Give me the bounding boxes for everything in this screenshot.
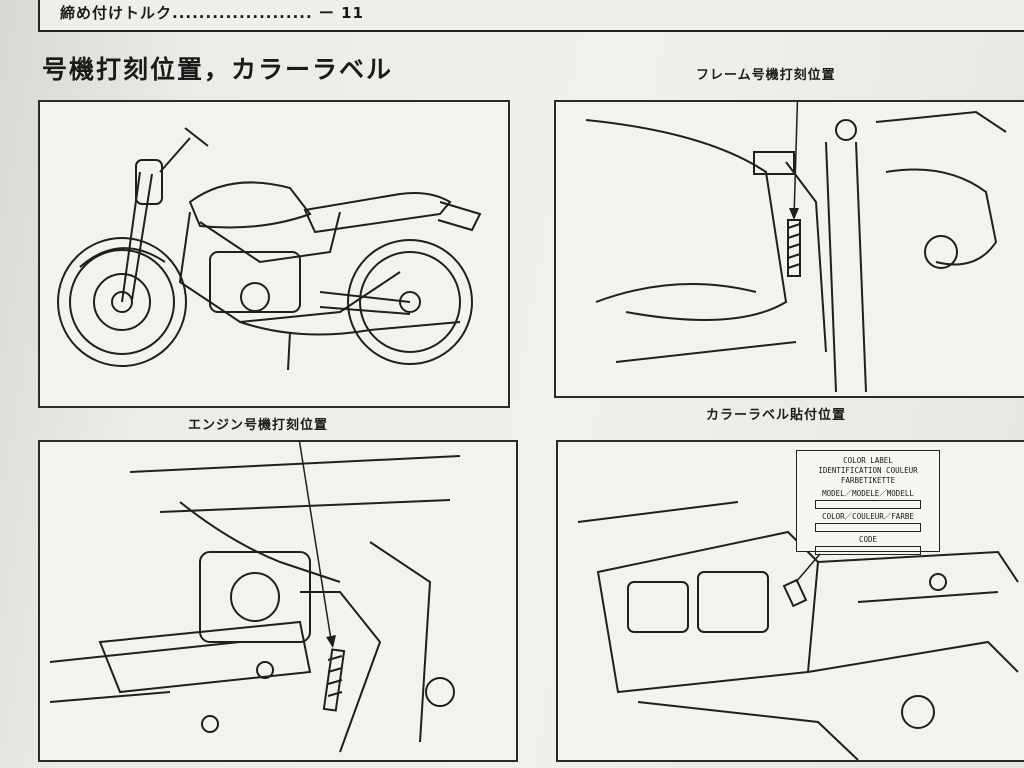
seat-area-drawing (577, 501, 1019, 760)
label-code-box (815, 546, 921, 555)
caption-frame-number: フレーム号機打刻位置 (696, 68, 836, 83)
label-line-identification: IDENTIFICATION COULEUR (818, 466, 918, 475)
label-line-farbetikette: FARBETIKETTE (840, 476, 896, 485)
label-color-field: COLOR／COULEUR／FARBE (822, 512, 914, 521)
caption-color-label: カラーラベル貼付位置 (706, 408, 847, 423)
frame-drawing (585, 102, 1007, 393)
label-code-field: CODE (858, 535, 878, 544)
torque-header-strip: 締め付けトルク..................... ー 11 (38, 0, 1024, 32)
color-label-panel: COLOR LABEL IDENTIFICATION COULEUR FARBE… (556, 440, 1024, 762)
frame-number-panel (554, 100, 1024, 398)
color-label-card: COLOR LABEL IDENTIFICATION COULEUR FARBE… (796, 450, 940, 555)
label-model-box (815, 500, 921, 509)
engine-number-panel (38, 440, 518, 762)
label-line-color-label: COLOR LABEL (843, 456, 893, 465)
label-color-box (815, 523, 921, 532)
motorcycle-drawing (57, 127, 482, 371)
torque-text: 締め付けトルク..................... ー 11 (60, 4, 364, 22)
section-title: 号機打刻位置，カラーラベル (42, 55, 394, 84)
engine-drawing (49, 442, 461, 753)
label-model-field: MODEL／MODELE／MODELL (822, 489, 914, 498)
motorcycle-illustration-panel (38, 100, 510, 408)
caption-engine-number: エンジン号機打刻位置 (188, 418, 329, 433)
